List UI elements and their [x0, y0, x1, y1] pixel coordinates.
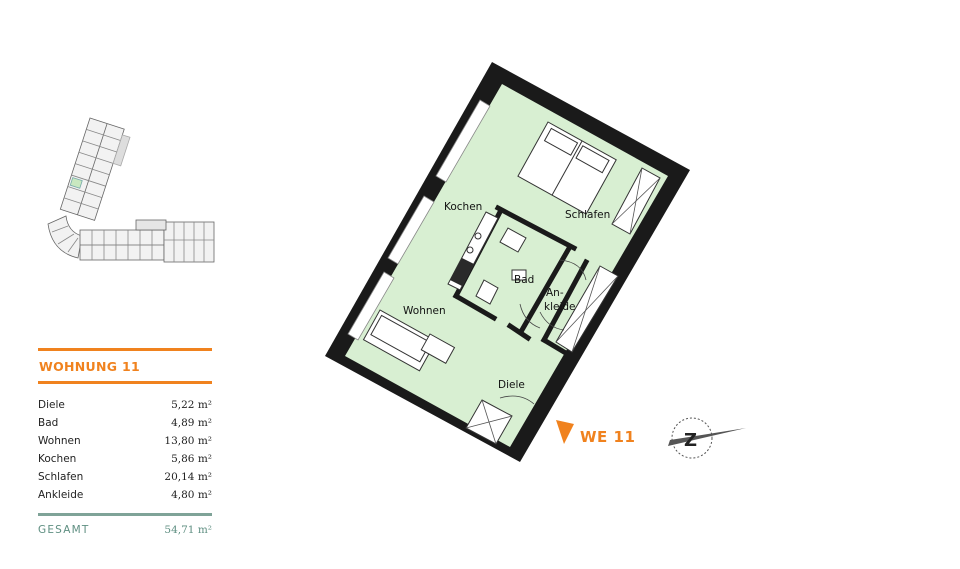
legend-title-rule: [38, 381, 212, 384]
total-area: 54,71 m²: [164, 524, 212, 536]
room-label-ankleide-2: kleide: [544, 301, 576, 313]
room-area-row: Ankleide 4,80 m²: [38, 486, 212, 504]
apartment-title: WOHNUNG 11: [39, 359, 140, 374]
total-area-row: GESAMT 54,71 m²: [38, 524, 212, 536]
room-name: Schlafen: [38, 471, 84, 483]
room-area: 4,80 m²: [171, 489, 212, 501]
room-area-row: Schlafen 20,14 m²: [38, 468, 212, 486]
room-name: Diele: [38, 399, 65, 411]
room-area-list: Diele 5,22 m² Bad 4,89 m² Wohnen 13,80 m…: [38, 396, 212, 504]
building-key-plan: [47, 117, 215, 263]
total-label: GESAMT: [38, 524, 90, 536]
room-area-row: Kochen 5,86 m²: [38, 450, 212, 468]
room-label-diele: Diele: [498, 379, 525, 391]
room-label-wohnen: Wohnen: [403, 305, 446, 317]
apartment-marker-label: WE 11: [580, 428, 636, 446]
legend-top-rule: [38, 348, 212, 351]
room-name: Bad: [38, 417, 59, 429]
entrance-arrow-icon: [556, 420, 574, 444]
room-label-kochen: Kochen: [444, 201, 482, 213]
room-area: 20,14 m²: [164, 471, 212, 483]
legend-total-rule: [38, 513, 212, 516]
room-area-row: Wohnen 13,80 m²: [38, 432, 212, 450]
room-label-schlafen: Schlafen: [565, 209, 610, 221]
room-area: 13,80 m²: [164, 435, 212, 447]
compass-letter: Z: [684, 430, 697, 451]
room-name: Wohnen: [38, 435, 81, 447]
room-area-row: Bad 4,89 m²: [38, 414, 212, 432]
room-area: 4,89 m²: [171, 417, 212, 429]
room-name: Kochen: [38, 453, 77, 465]
north-arrow-icon: Z: [668, 417, 746, 459]
room-label-bad: Bad: [514, 274, 534, 286]
room-area: 5,86 m²: [171, 453, 212, 465]
room-area-row: Diele 5,22 m²: [38, 396, 212, 414]
room-name: Ankleide: [38, 489, 84, 501]
room-area: 5,22 m²: [171, 399, 212, 411]
room-label-ankleide: An-: [546, 287, 564, 299]
area-legend: WOHNUNG 11 Diele 5,22 m² Bad 4,89 m² Woh…: [38, 348, 212, 536]
